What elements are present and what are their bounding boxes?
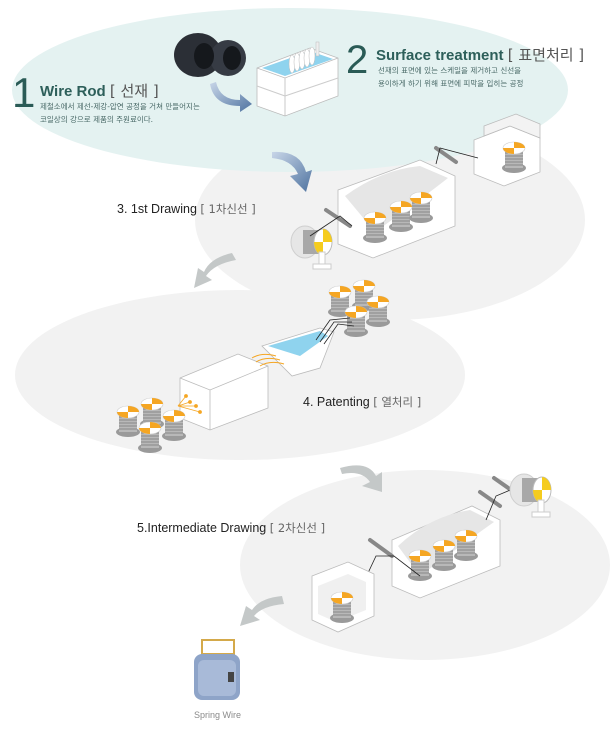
step4-label-kr: [ 열처리 ] — [373, 395, 422, 409]
step1-title: Wire Rod [ 선재 ] — [40, 80, 159, 101]
arrow-5-to-final-icon — [240, 596, 284, 626]
step2-title-kr: [ 표면처리 ] — [507, 46, 585, 64]
spring-wire-coil-image — [194, 639, 240, 700]
step4-label: 4. Patenting [ 열처리 ] — [303, 394, 421, 410]
step3-label-en: 3. 1st Drawing — [117, 202, 197, 216]
step2-title: Surface treatment [ 표면처리 ] — [376, 44, 584, 65]
step1-description: 제철소에서 제선-제강-압연 공정을 거쳐 만들어지는 코일상의 강으로 제품의… — [40, 100, 200, 126]
step1-number: 1 — [12, 69, 36, 116]
step3-label-kr: [ 1차신선 ] — [200, 202, 256, 216]
arrow-2-to-3-icon — [272, 151, 312, 192]
step3-label: 3. 1st Drawing [ 1차신선 ] — [117, 201, 256, 217]
arrow-3-to-4-icon — [194, 253, 236, 288]
intermediate-drawing-machine — [311, 473, 552, 633]
step5-label-kr: [ 2차신선 ] — [269, 521, 326, 535]
step5-label: 5.Intermediate Drawing [ 2차신선 ] — [137, 520, 325, 536]
patenting-machine — [115, 279, 391, 454]
step5-label-en: 5.Intermediate Drawing — [137, 521, 267, 535]
surface-treatment-tank — [256, 41, 339, 117]
step1-description-line: 코일상의 강으로 제품의 주원료이다. — [40, 115, 154, 124]
first-drawing-machine — [290, 113, 541, 270]
spring-wire-caption: Spring Wire — [194, 710, 242, 720]
step2-description-line: 용이하게 하기 위해 표면에 피막을 입히는 공정 — [378, 79, 524, 88]
step4-label-en: 4. Patenting — [303, 395, 370, 409]
wire-rod-coil-image — [174, 33, 246, 77]
step1-description-line: 제철소에서 제선-제강-압연 공정을 거쳐 만들어지는 — [40, 102, 200, 111]
arrow-4-to-5-icon — [340, 465, 382, 492]
arrow-1-to-2-icon — [210, 82, 252, 112]
step2-description-line: 선재의 표면에 있는 스케일을 제거하고 신선을 — [378, 66, 522, 75]
step2-description: 선재의 표면에 있는 스케일을 제거하고 신선을 용이하게 하기 위해 표면에 … — [378, 64, 523, 90]
step2-title-en: Surface treatment — [376, 47, 504, 64]
step1-title-en: Wire Rod — [40, 83, 106, 100]
step1-title-kr: [ 선재 ] — [109, 82, 159, 100]
step2-number: 2 — [346, 38, 369, 82]
